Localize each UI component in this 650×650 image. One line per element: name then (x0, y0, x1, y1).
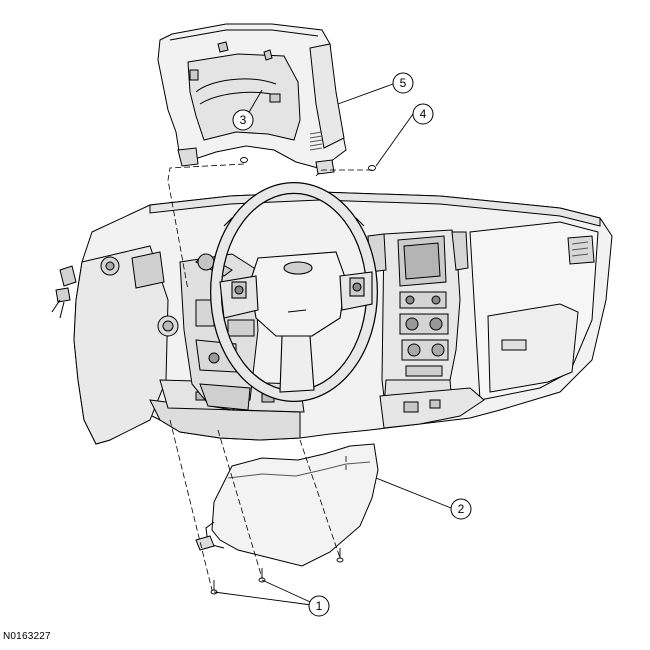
callout-number: 5 (400, 76, 407, 90)
callout-circle (308, 595, 330, 617)
screw-upper-left (240, 157, 248, 163)
callout-number: 2 (458, 502, 465, 516)
callout-2: 2 (450, 498, 472, 520)
leader-lines (213, 83, 452, 607)
callout-1: 1 (308, 595, 330, 617)
leader-line-1a (213, 591, 320, 607)
upper-steering-column-shroud (157, 23, 347, 175)
steering-wheel (210, 182, 378, 402)
callout-5: 5 (392, 72, 414, 94)
callout-3: 3 (232, 109, 254, 131)
callout-circle (232, 109, 254, 131)
callout-number: 3 (240, 113, 247, 127)
screw-lower-right (336, 557, 344, 563)
figure-id-label: N0163227 (3, 631, 51, 642)
callout-circle (392, 72, 414, 94)
callout-circle (412, 103, 434, 125)
leader-line-4 (375, 113, 414, 167)
screw-upper-right (368, 165, 376, 171)
leader-line-5 (337, 83, 394, 105)
callout-number: 1 (316, 599, 323, 613)
callout-circle (450, 498, 472, 520)
callout-4: 4 (412, 103, 434, 125)
shroud-vent-slots (309, 131, 323, 151)
leader-line-2 (375, 477, 452, 509)
lower-steering-column-cover (195, 443, 379, 567)
callout-number: 4 (420, 107, 427, 121)
assembly-dashed-lines (167, 163, 372, 591)
